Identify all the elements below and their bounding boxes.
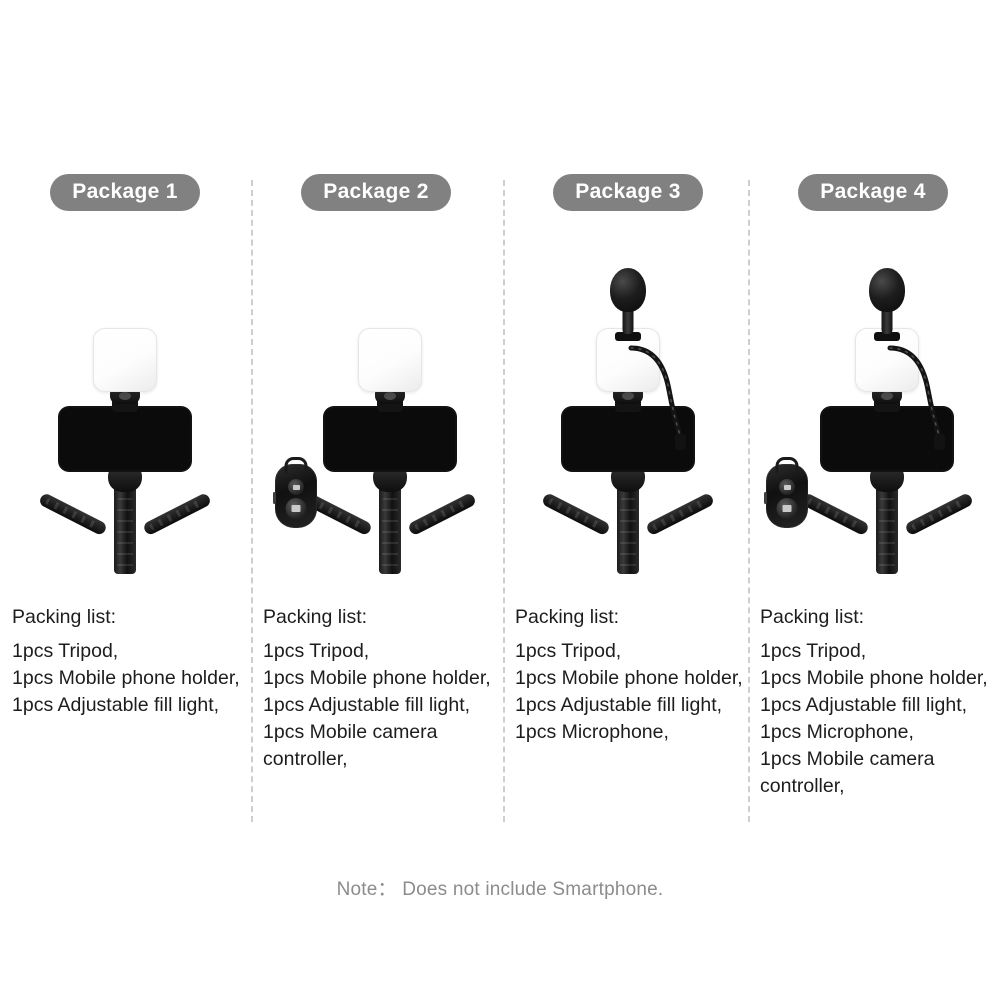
footer-note: Note： Does not include Smartphone. (336, 879, 664, 900)
mobile-phone-icon (60, 408, 190, 470)
list-item: 1pcs Adjustable fill light, (263, 694, 471, 716)
tripod-leg-icon (799, 492, 870, 537)
packing-list-title: Packing list: (12, 606, 117, 628)
packing-list-items: 1pcs Tripod, 1pcs Mobile phone holder, 1… (760, 638, 988, 800)
tripod-leg-icon (37, 492, 108, 537)
tripod-leg-icon (645, 492, 716, 537)
list-item: 1pcs Mobile phone holder, (515, 667, 743, 689)
list-item: 1pcs Mobile phone holder, (760, 667, 988, 689)
camera-remote-controller-icon (273, 457, 317, 528)
remote-side-button-icon (764, 492, 767, 504)
packing-list-2: Packing list: 1pcs Tripod, 1pcs Mobile p… (251, 604, 501, 773)
package-column-1: Package 1 Packing list: 1pcs Tripod, 1pc… (0, 0, 250, 1000)
remote-shutter-button-small-icon (779, 479, 795, 495)
package-column-4: Package 4 (748, 0, 998, 1000)
list-item: 1pcs Tripod, (12, 640, 119, 662)
product-illustration-1 (0, 270, 250, 574)
tripod-column-icon (876, 476, 898, 574)
list-item: 1pcs Mobile phone holder, (12, 667, 240, 689)
package-column-2: Package 2 Packing list: 1pcs Tripod, (251, 0, 501, 1000)
packing-list-title: Packing list: (515, 606, 620, 628)
package-column-3: Package 3 Packing list: 1pcs Tr (503, 0, 753, 1000)
fill-light-icon (358, 328, 422, 392)
packing-list-title: Packing list: (760, 606, 865, 628)
remote-shutter-button-large-icon (285, 498, 307, 519)
tripod-leg-icon (407, 492, 478, 537)
tripod-head-icon (108, 466, 142, 492)
package-badge: Package 4 (798, 174, 948, 211)
tripod-head-icon (611, 466, 645, 492)
fill-light-mount-icon (110, 388, 140, 404)
tripod-column-icon (114, 476, 136, 574)
packing-list-1: Packing list: 1pcs Tripod, 1pcs Mobile p… (0, 604, 250, 719)
packing-list-items: 1pcs Tripod, 1pcs Mobile phone holder, 1… (12, 638, 240, 719)
package-badge-wrap: Package 2 (251, 174, 501, 211)
fill-light-mount-icon (375, 388, 405, 404)
microphone-base-icon (615, 332, 641, 341)
package-badge: Package 2 (301, 174, 451, 211)
packing-list-4: Packing list: 1pcs Tripod, 1pcs Mobile p… (748, 604, 998, 800)
package-badge-wrap: Package 3 (503, 174, 753, 211)
microphone-windscreen-icon (610, 268, 646, 312)
list-item: 1pcs Microphone, (760, 721, 914, 743)
package-badge-wrap: Package 1 (0, 174, 250, 211)
microphone-stem-icon (622, 300, 634, 334)
packing-list-title: Packing list: (263, 606, 368, 628)
list-item: 1pcs Mobile camera controller, (760, 748, 935, 797)
tripod-column-icon (379, 476, 401, 574)
list-item: 1pcs Mobile camera controller, (263, 721, 438, 770)
package-badge-wrap: Package 4 (748, 174, 998, 211)
remote-shutter-button-large-icon (776, 498, 798, 519)
list-item: 1pcs Tripod, (515, 640, 622, 662)
package-badge: Package 3 (553, 174, 703, 211)
tripod-leg-icon (142, 492, 213, 537)
tripod-head-icon (870, 466, 904, 492)
remote-lanyard-loop-icon (284, 457, 308, 473)
column-divider (748, 180, 750, 822)
column-divider (251, 180, 253, 822)
microphone-stem-icon (881, 300, 893, 334)
product-illustration-4 (748, 268, 998, 574)
list-item: 1pcs Tripod, (760, 640, 867, 662)
tripod-leg-icon (904, 492, 975, 537)
product-illustration-2 (251, 270, 501, 574)
packing-list-items: 1pcs Tripod, 1pcs Mobile phone holder, 1… (515, 638, 743, 746)
tripod-leg-icon (540, 492, 611, 537)
microphone-windscreen-icon (869, 268, 905, 312)
product-illustration-3 (503, 268, 753, 574)
list-item: 1pcs Adjustable fill light, (760, 694, 968, 716)
list-item: 1pcs Tripod, (263, 640, 370, 662)
microphone-base-icon (874, 332, 900, 341)
tripod-column-icon (617, 476, 639, 574)
mobile-phone-icon (563, 408, 693, 470)
mobile-phone-icon (822, 408, 952, 470)
list-item: 1pcs Adjustable fill light, (12, 694, 220, 716)
list-item: 1pcs Adjustable fill light, (515, 694, 723, 716)
column-divider (503, 180, 505, 822)
packing-list-3: Packing list: 1pcs Tripod, 1pcs Mobile p… (503, 604, 753, 746)
packing-list-items: 1pcs Tripod, 1pcs Mobile phone holder, 1… (263, 638, 491, 773)
package-badge: Package 1 (50, 174, 200, 211)
tripod-head-icon (373, 466, 407, 492)
remote-shutter-button-small-icon (288, 479, 304, 495)
camera-remote-controller-icon (764, 457, 808, 528)
list-item: 1pcs Microphone, (515, 721, 669, 743)
remote-side-button-icon (273, 492, 276, 504)
mobile-phone-icon (325, 408, 455, 470)
fill-light-icon (93, 328, 157, 392)
remote-lanyard-loop-icon (775, 457, 799, 473)
list-item: 1pcs Mobile phone holder, (263, 667, 491, 689)
